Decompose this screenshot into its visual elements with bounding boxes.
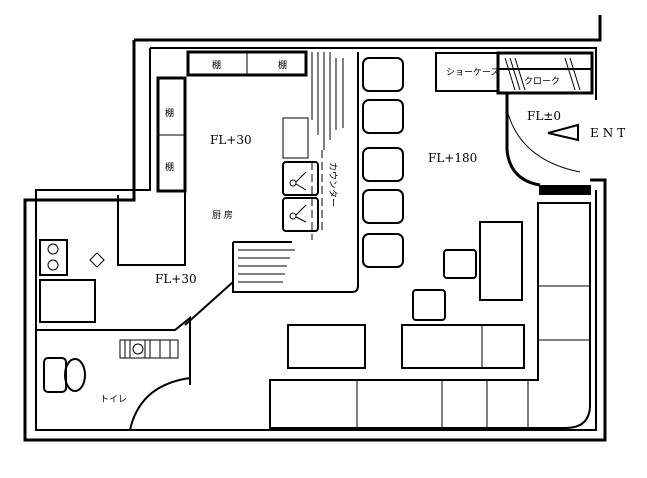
main-floor-level: FL+180: [428, 151, 477, 165]
entrance-floor-level: FL±0: [527, 109, 561, 123]
counter-label: カウンター: [327, 162, 338, 207]
toilet-label: トイレ: [100, 395, 127, 405]
entrance-door: [505, 93, 591, 195]
outer-walls: [23, 15, 607, 442]
kitchen-floor-level: FL+30: [210, 133, 252, 147]
tables: [287, 221, 525, 369]
kitchen-fixtures: [117, 52, 359, 326]
shelf-label: 棚: [278, 59, 287, 71]
back-area: [35, 239, 191, 431]
entrance-arrow-icon: [547, 123, 579, 142]
lower-floor-level: FL+30: [155, 272, 197, 286]
shelves: [156, 50, 308, 193]
shelf-label: 棚: [165, 161, 174, 173]
shelf-label: 棚: [165, 107, 174, 119]
sofas: [269, 202, 591, 429]
shelf-label: 棚: [212, 59, 221, 71]
bar-stools: [362, 57, 404, 268]
showcase-label: ショーケース: [446, 67, 500, 78]
entrance-label: ENT: [590, 126, 629, 140]
kitchen-label: 厨 房: [212, 209, 233, 221]
cloak: [496, 51, 594, 95]
cloak-label: クローク: [524, 76, 560, 87]
